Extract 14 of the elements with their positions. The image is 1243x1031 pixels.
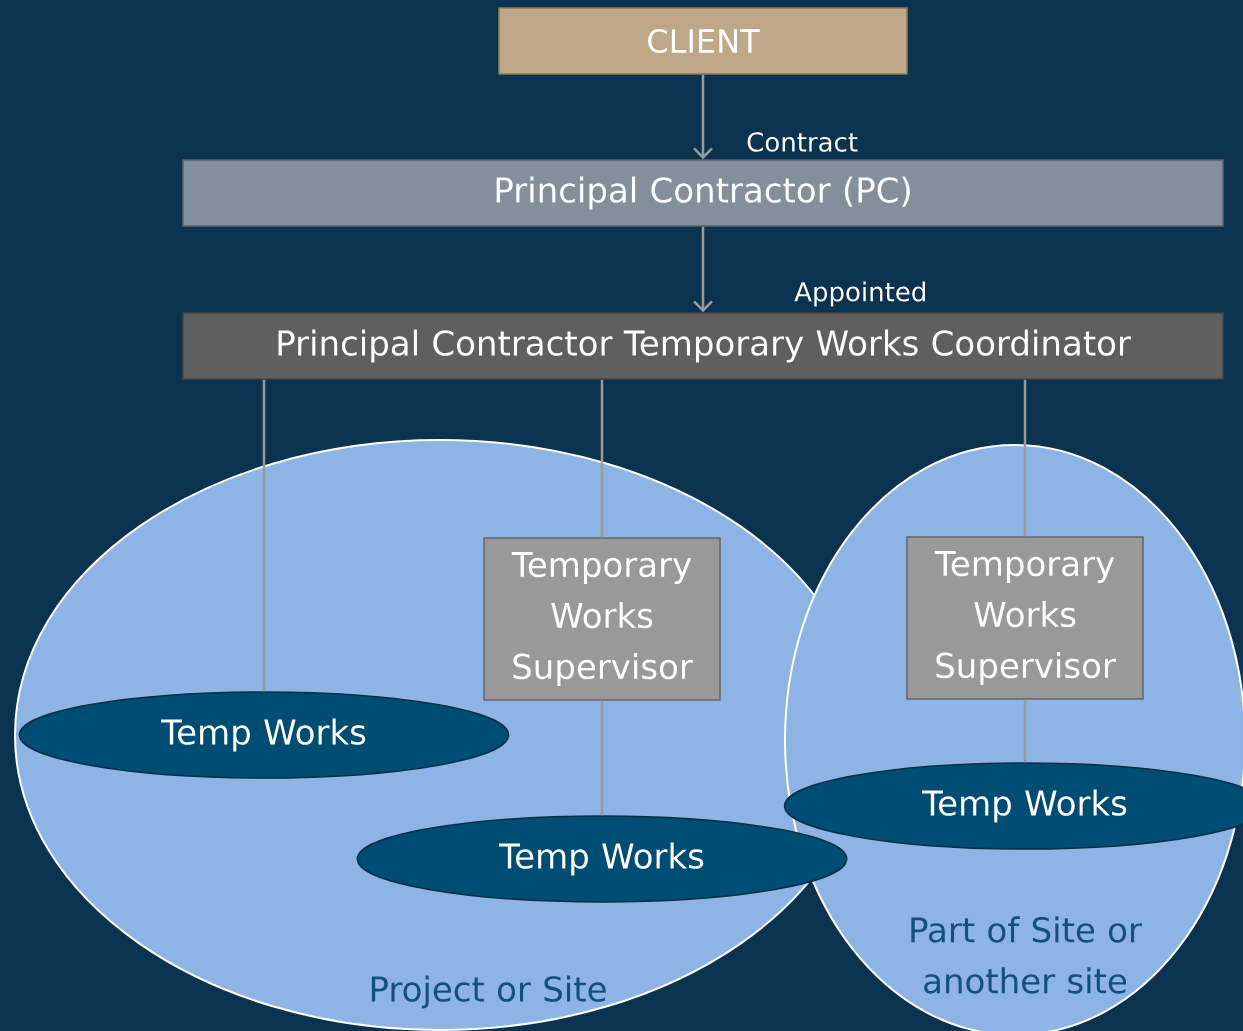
arrow: [693, 74, 713, 160]
arrow: [693, 226, 713, 313]
connector-line: [1023, 379, 1027, 537]
edge-label: Contract: [747, 132, 858, 152]
client-box: CLIENT: [498, 7, 908, 75]
connector-line: [600, 700, 604, 816]
supervisor-box: Temporary Works Supervisor: [906, 536, 1144, 700]
connector-line: [600, 379, 604, 538]
supervisor-box: Temporary Works Supervisor: [483, 537, 721, 701]
connector-line: [262, 379, 266, 692]
connector-line: [1023, 699, 1027, 763]
edge-label: Appointed: [794, 281, 925, 307]
coordinator-box: Principal Contractor Temporary Works Coordinator: [182, 312, 1224, 380]
contractor-box: Principal Contractor (PC): [182, 159, 1224, 227]
